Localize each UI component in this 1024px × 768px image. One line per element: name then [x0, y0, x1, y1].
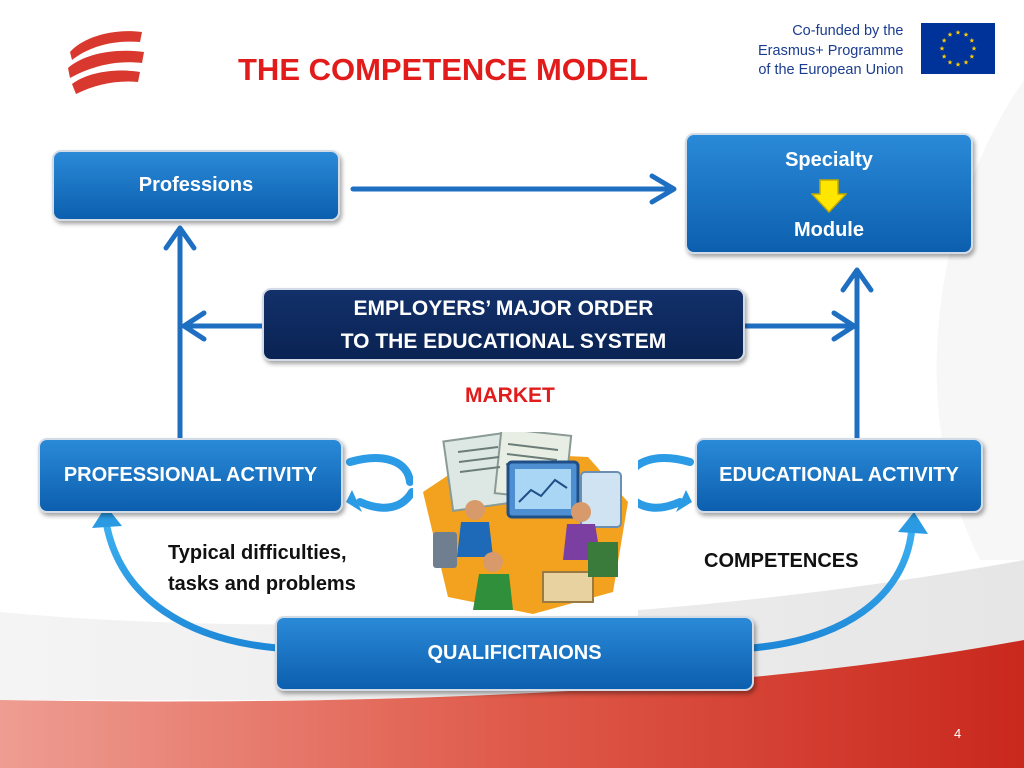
- flag-star: [941, 37, 947, 43]
- arrowhead-module: [840, 267, 874, 293]
- employers-order-box: EMPLOYERS’ MAJOR ORDER TO THE EDUCATIONA…: [262, 288, 745, 361]
- curve-arrowhead-left: [346, 490, 362, 512]
- person-1-body: [457, 522, 493, 557]
- typical-line-2: tasks and problems: [168, 573, 356, 595]
- arc-qualifications-to-professional: [102, 518, 281, 652]
- flag-star: [947, 59, 953, 65]
- professions-box: Professions: [52, 150, 340, 221]
- funding-line-2: Erasmus+ Programme: [758, 42, 904, 59]
- person-2-head: [571, 502, 591, 522]
- flag-star: [971, 45, 977, 51]
- flag-star: [939, 45, 945, 51]
- educational-activity-box: EDUCATIONAL ACTIVITY: [695, 438, 983, 513]
- professions-label: Professions: [138, 174, 254, 196]
- competences-label: COMPETENCES: [704, 550, 859, 572]
- organization-logo: [68, 31, 144, 94]
- person-1-head: [465, 500, 485, 520]
- professional-activity-box: PROFESSIONAL ACTIVITY: [38, 438, 343, 513]
- logo-stripe-2: [68, 50, 144, 78]
- funding-text: Co-funded by the Erasmus+ Programme of t…: [758, 22, 903, 81]
- eu-flag-icon: [921, 23, 995, 74]
- side-screen: [580, 471, 622, 528]
- building-block: [588, 542, 618, 577]
- arc-qualifications-to-educational: [748, 524, 916, 652]
- desk-item: [542, 571, 594, 603]
- market-label: MARKET: [465, 384, 555, 407]
- typical-difficulties-text: Typical difficulties, tasks and problems: [168, 538, 356, 600]
- professional-activity-label: PROFESSIONAL ACTIVITY: [63, 464, 318, 486]
- arrowhead-employers-left: [181, 310, 207, 342]
- flag-stars: [939, 29, 977, 67]
- typical-line-1: Typical difficulties,: [168, 542, 347, 564]
- flag-star: [963, 59, 969, 65]
- calculator: [433, 532, 457, 568]
- flag-star: [947, 32, 953, 37]
- employers-line-1: EMPLOYERS’ MAJOR ORDER: [353, 296, 654, 320]
- person-3-head: [483, 552, 503, 572]
- logo-stripe-1: [70, 31, 142, 60]
- person-3-body: [473, 574, 513, 610]
- red-band: [0, 640, 1024, 768]
- arrowhead-specialty: [649, 173, 677, 205]
- flag-star: [969, 53, 975, 59]
- specialty-label: Specialty: [785, 149, 873, 171]
- page-number: 4: [954, 726, 962, 741]
- flag-star: [955, 61, 961, 67]
- screen-chart-line: [518, 478, 568, 503]
- page-title: THE COMPETENCE MODEL: [238, 52, 648, 87]
- arc-arrowhead-left: [92, 506, 122, 528]
- flag-star: [955, 29, 961, 35]
- curve-left-bottom: [356, 488, 416, 512]
- office-work-illustration: [413, 432, 638, 617]
- curve-arrowhead-right: [676, 490, 692, 512]
- monitor-screen: [515, 469, 571, 509]
- logo-stripe-3: [72, 70, 140, 94]
- funding-line-3: of the European Union: [758, 62, 904, 78]
- flag-star: [941, 53, 947, 59]
- employers-line-2: TO THE EDUCATIONAL SYSTEM: [340, 329, 667, 353]
- qualifications-label: QUALIFICITAIONS: [427, 642, 602, 664]
- flag-star: [969, 37, 975, 43]
- module-label: Module: [794, 219, 864, 241]
- funding-line-1: Co-funded by the: [792, 23, 904, 39]
- down-arrow-icon: [811, 178, 847, 213]
- educational-activity-label: EDUCATIONAL ACTIVITY: [719, 464, 959, 486]
- specialty-module-box: Specialty Module: [685, 133, 973, 254]
- flag-star: [963, 32, 969, 37]
- arrowhead-professions: [163, 225, 197, 251]
- qualifications-box: QUALIFICITAIONS: [275, 616, 754, 691]
- arc-arrowhead-right: [898, 512, 928, 534]
- curve-left-top: [346, 454, 414, 486]
- arrowhead-employers-right: [831, 310, 857, 342]
